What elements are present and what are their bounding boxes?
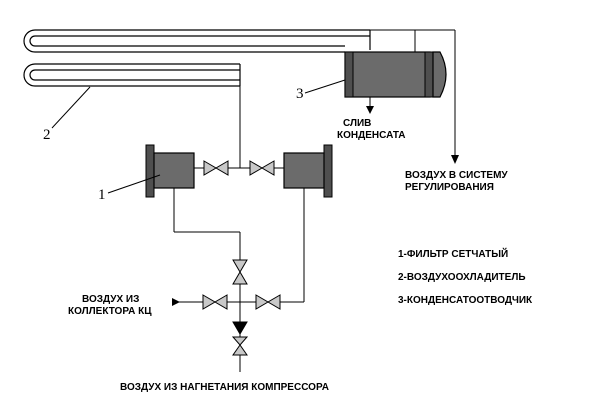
leader-lines (51, 79, 346, 194)
air-cooler-piping (239, 29, 456, 168)
drain-arrow (366, 106, 374, 114)
gate-valve-left[interactable] (203, 160, 229, 176)
air-in-kc-label-line2: КОЛЛЕКТОРА КЦ (68, 306, 152, 317)
legend: 1-ФИЛЬТР СЕТЧАТЫЙ 2-ВОЗДУХООХЛАДИТЕЛЬ 3-… (398, 247, 533, 306)
drain-label-line2: КОНДЕНСАТА (337, 130, 406, 141)
drain-label-line1: СЛИВ (343, 118, 371, 129)
legend-item-3: 3-КОНДЕНСАТООТВОДЧИК (398, 295, 533, 306)
condensate-trap (344, 51, 447, 108)
air-in-compressor-label: ВОЗДУХ ИЗ НАГНЕТАНИЯ КОМПРЕССОРА (120, 382, 329, 393)
gate-valve-manifold-right[interactable] (255, 294, 281, 310)
check-valve[interactable] (232, 321, 248, 335)
air-cooler-coil (23, 29, 371, 87)
callout-2: 2 (43, 127, 51, 143)
gate-valve-right[interactable] (249, 160, 275, 176)
filter-left (145, 144, 195, 198)
legend-item-2: 2-ВОЗДУХООХЛАДИТЕЛЬ (398, 272, 526, 283)
filter-outlet-piping (173, 188, 305, 303)
air-out-arrow (451, 155, 459, 164)
legend-item-1: 1-ФИЛЬТР СЕТЧАТЫЙ (398, 247, 508, 260)
gate-valve-manifold-left[interactable] (202, 294, 228, 310)
filter-right (283, 144, 333, 198)
gate-valve-manifold-bottom[interactable] (231, 336, 249, 356)
gate-valve-manifold-top[interactable] (232, 259, 248, 285)
air-in-kc-label-line1: ВОЗДУХ ИЗ (82, 294, 139, 305)
air-out-label-line1: ВОЗДУХ В СИСТЕМУ (405, 170, 508, 181)
callout-3: 3 (296, 86, 304, 102)
air-out-label-line2: РЕГУЛИРОВАНИЯ (405, 182, 494, 193)
air-in-kc-arrow (172, 298, 180, 306)
callout-1: 1 (98, 187, 106, 203)
